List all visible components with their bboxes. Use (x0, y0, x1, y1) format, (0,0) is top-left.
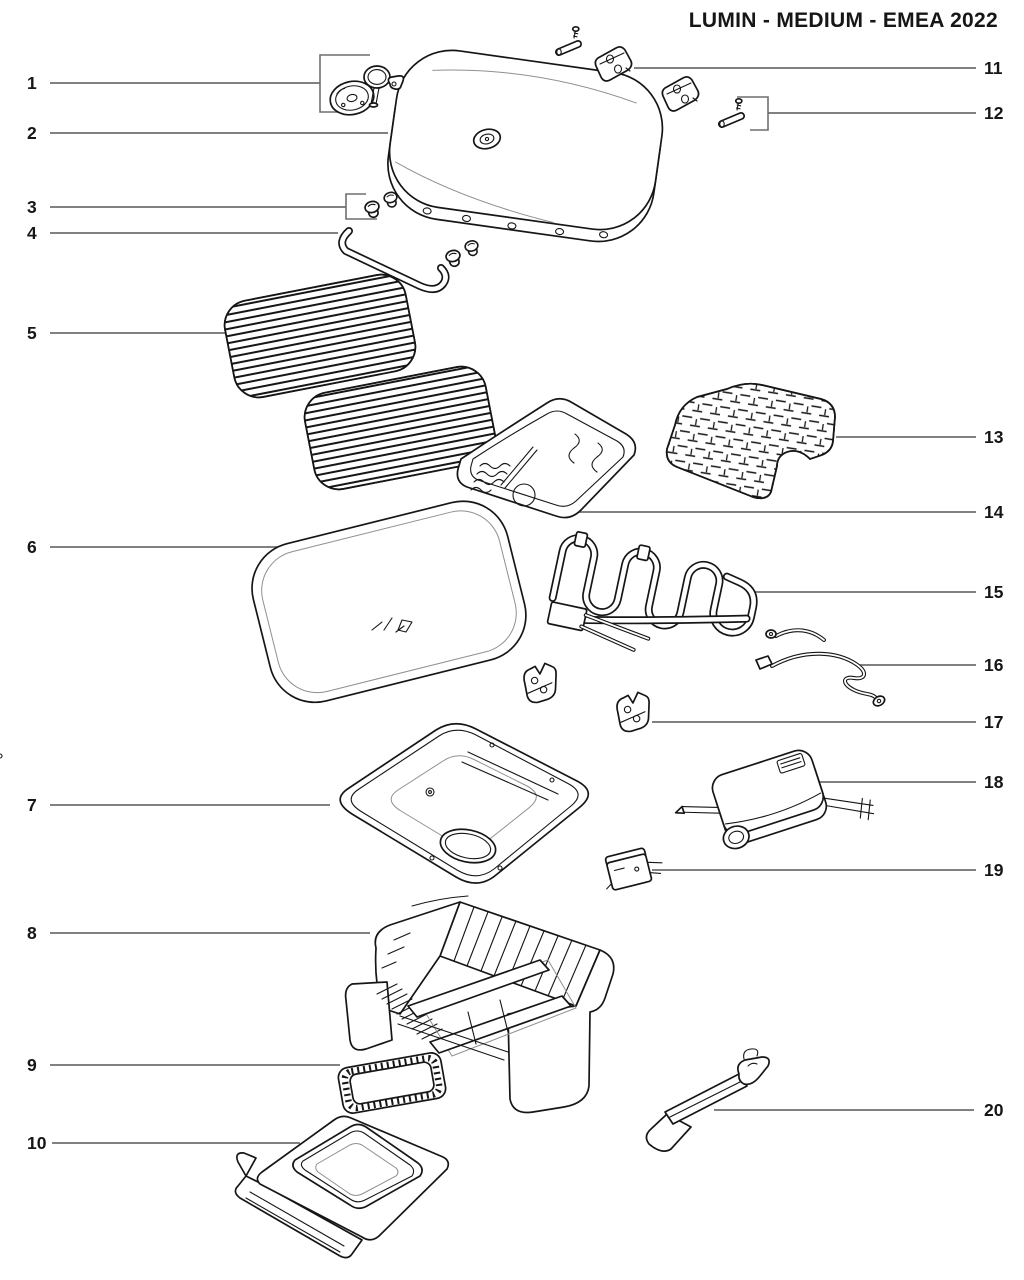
part-number-label: 1 (27, 73, 37, 93)
part-number-label: 2 (27, 123, 37, 143)
callout-15: 15 (752, 582, 1004, 602)
part-18-control-unit-drawing (674, 749, 875, 850)
part-number-label: 17 (984, 712, 1003, 732)
part-number-label: 16 (984, 655, 1004, 675)
part-number-label: 5 (27, 323, 37, 343)
part-number-label: 8 (27, 923, 37, 943)
part-8-base-frame-drawing (344, 895, 615, 1114)
part-19-switch-drawing (604, 847, 663, 891)
callout-9: 9 (27, 1055, 340, 1075)
part-16-cable-drawing (755, 628, 886, 707)
callout-7: 7 (27, 795, 330, 815)
part-17-brackets-drawing (521, 661, 653, 734)
part-6-diffuser-plate-drawing (251, 500, 527, 704)
callout-6: 6 (27, 537, 286, 557)
part-number-label: 13 (984, 427, 1004, 447)
part-number-label: 20 (984, 1100, 1004, 1120)
callout-2: 2 (27, 123, 388, 143)
part-number-label: 7 (27, 795, 37, 815)
callout-bracket (319, 54, 370, 113)
part-number-label: 14 (984, 502, 1004, 522)
callout-14: 14 (576, 502, 1004, 522)
part-7-cookbox-drawing (0, 722, 590, 884)
part-number-label: 10 (27, 1133, 47, 1153)
part-20-scraper-tool-drawing (645, 1048, 770, 1152)
callout-5: 5 (27, 323, 232, 343)
part-4-handle-drawing (338, 227, 481, 293)
part-15-heating-element-drawing (546, 531, 758, 652)
part-number-label: 4 (27, 223, 37, 243)
part-5-cooking-grates-drawing (223, 273, 497, 491)
lid-vent (472, 128, 502, 150)
part-1-damper-assembly-drawing (329, 65, 405, 116)
callout-1: 1 (27, 54, 370, 113)
callout-16: 16 (860, 655, 1004, 675)
callout-13: 13 (836, 427, 1004, 447)
diagram-title: LUMIN - MEDIUM - EMEA 2022 (689, 9, 998, 32)
part-number-label: 6 (27, 537, 37, 557)
part-number-label: 15 (984, 582, 1004, 602)
part-13-basket-plate-drawing (665, 382, 836, 500)
part-10-slide-tray-drawing (234, 1115, 450, 1259)
callout-3: 3 (27, 193, 377, 220)
part-number-label: 9 (27, 1055, 37, 1075)
callout-10: 10 (27, 1133, 300, 1153)
callout-18: 18 (820, 772, 1004, 792)
part-3-bumpers-drawing (363, 190, 400, 220)
part-14-steaming-tray-drawing (456, 397, 637, 519)
callout-4: 4 (27, 223, 338, 243)
callout-bracket (345, 193, 377, 220)
part-number-label: 12 (984, 103, 1004, 123)
callout-bracket (737, 96, 769, 131)
part-number-label: 19 (984, 860, 1004, 880)
part-2-lid-drawing (387, 49, 664, 243)
callouts: 1 2 3 4 5 6 7 8 (27, 54, 1004, 1153)
callout-11: 11 (634, 58, 1003, 78)
callout-8: 8 (27, 923, 370, 943)
callout-17: 17 (652, 712, 1003, 732)
callout-19: 19 (652, 860, 1004, 880)
part-number-label: 3 (27, 197, 37, 217)
callout-20: 20 (714, 1100, 1004, 1120)
part-number-label: 18 (984, 772, 1004, 792)
callout-12: 12 (737, 96, 1004, 131)
part-number-label: 11 (984, 58, 1003, 78)
part-9-drip-pan-drawing (337, 1052, 447, 1114)
